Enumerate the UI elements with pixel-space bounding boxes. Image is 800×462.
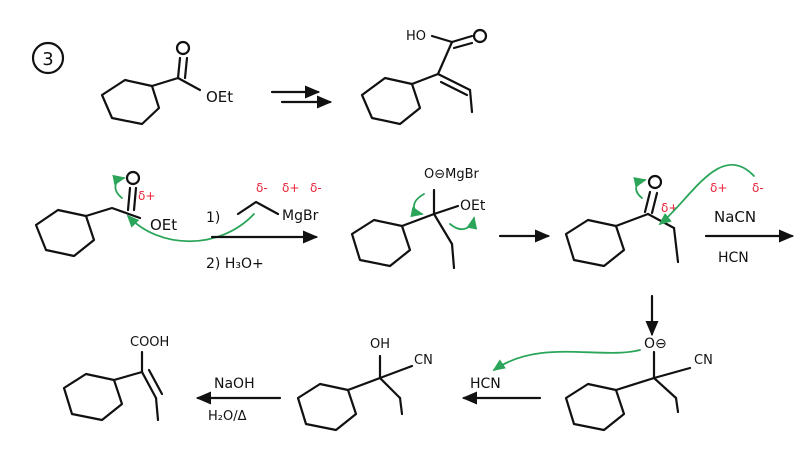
ketone-oxygen (647, 174, 663, 190)
cyclohexane-ring (564, 218, 626, 268)
naoh-label: NaOH (214, 376, 255, 392)
cyclohexane-ring (34, 208, 96, 258)
ester-oet-label: OEt (150, 216, 177, 234)
start-oet-label: OEt (206, 88, 233, 106)
row2-tetrahedral-intermediate: O⊖MgBr OEt (350, 167, 486, 270)
row2-ester: δ+ OEt (34, 170, 255, 258)
ethyl-bond (432, 212, 454, 246)
problem-number: 3 (42, 49, 53, 70)
methyl-bond (468, 88, 474, 114)
row1-starting-ester: OEt (100, 40, 233, 126)
row2-grignard-reagent: 1) δ- δ+ δ- MgBr 2) H₃O+ (206, 181, 322, 272)
alkoxide-cn-label: CN (694, 353, 713, 368)
row3-alkoxide: O⊖ CN (492, 336, 713, 432)
row3-final-acid: COOH (62, 335, 169, 422)
grignard-mg-charge: δ+ (282, 181, 299, 195)
ethyl-bond-2 (450, 242, 456, 270)
intermediate-oet-label: OEt (460, 198, 486, 214)
cyclohexane-ring (100, 78, 161, 126)
final-cooh-label: COOH (130, 335, 169, 350)
naoh-conditions-label: H₂O/Δ (208, 409, 247, 424)
target-ho-label: HO (406, 29, 426, 44)
alkoxide-label: O⊖MgBr (424, 167, 480, 182)
carbonyl-pi-arrow (112, 174, 126, 199)
leaving-group-arrow (449, 216, 478, 231)
ring-bond (614, 376, 656, 392)
ketone-pi-arrow (633, 177, 647, 199)
carbonyl-double-bond (132, 186, 138, 212)
acid-carbonyl (450, 34, 474, 44)
ring-alkene-bond (410, 72, 440, 86)
cyclohexane-ring (350, 218, 412, 268)
cyanide-attack-arrow (658, 163, 755, 226)
alkoxide-charge-label: O⊖ (644, 336, 667, 352)
acid-carbon-bond (436, 40, 454, 76)
row1-transform-arrow (270, 85, 333, 109)
row3-naoh-step: NaOH H₂O/Δ (195, 376, 282, 424)
oet-bond (432, 204, 460, 216)
ring-bond (614, 212, 650, 228)
nacn-na-charge: δ+ (710, 181, 727, 195)
cyanohydrin-oh-label: OH (370, 337, 390, 352)
reform-carbonyl-arrow (410, 193, 425, 218)
alkene-double-bond-2 (439, 80, 469, 97)
ethyl-bond-2 (672, 226, 680, 264)
ethyl-bond (652, 376, 678, 400)
step2-label: 2) H₃O+ (206, 256, 264, 272)
carbonyl-bond (126, 186, 132, 212)
methyl-bond (154, 396, 160, 422)
ethyl-chain (236, 200, 280, 216)
acid-oxygen (472, 28, 488, 44)
row3-cyanohydrin: OH CN (296, 337, 433, 432)
row2-ketone: δ+ (564, 163, 755, 268)
alkene-double-bond (436, 72, 472, 92)
grignard-carbon-charge: δ- (256, 181, 268, 195)
cyclohexane-ring (360, 76, 422, 126)
ethyl-bond (646, 212, 676, 230)
ring-bond (112, 370, 144, 382)
grignard-br-charge: δ- (310, 181, 322, 195)
ethyl-bond-2 (398, 396, 404, 416)
ethyl-bond-2 (674, 396, 680, 414)
alkene-double-bond (147, 368, 164, 396)
ester-chain-bond (150, 76, 202, 92)
row1-target-acid: HO (360, 28, 488, 126)
alkene-bond (140, 370, 158, 400)
carbonyl-bond (176, 56, 182, 80)
carbonyl-double-bond (183, 56, 189, 80)
ester-chain-bond (84, 206, 142, 220)
row2-nacn-step: δ+ δ- NaCN HCN (704, 181, 795, 266)
nacn-cn-charge: δ- (752, 181, 764, 195)
acid-carbonyl-2 (452, 41, 474, 50)
carbonyl-oxygen (175, 40, 191, 56)
ester-carbon-partial-charge: δ+ (138, 189, 155, 203)
protonation-arrow (492, 349, 641, 372)
row3-hcn-step: HCN (461, 376, 542, 405)
cyclohexane-ring (564, 382, 626, 432)
carbonyl-oxygen (125, 170, 141, 186)
cyclohexane-ring (296, 382, 358, 432)
cyano-bond (652, 366, 692, 380)
cyano-bond (378, 364, 414, 380)
ho-bond (430, 34, 454, 44)
cyanohydrin-cn-label: CN (414, 353, 433, 368)
ketone-carbonyl (643, 190, 652, 214)
ring-bond (400, 212, 436, 228)
cyclohexane-ring (62, 372, 124, 422)
ketone-carbonyl-2 (650, 191, 659, 215)
ethyl-bond (378, 376, 402, 400)
grignard-attack-arrow (126, 213, 255, 243)
grignard-mgbr-label: MgBr (282, 208, 319, 224)
problem-number-circle (31, 41, 65, 75)
row3-hcn-label: HCN (470, 376, 501, 392)
nacn-hcn-label: HCN (718, 250, 749, 266)
step1-number: 1) (206, 210, 220, 226)
ring-bond (346, 376, 382, 392)
nacn-label: NaCN (714, 208, 756, 226)
